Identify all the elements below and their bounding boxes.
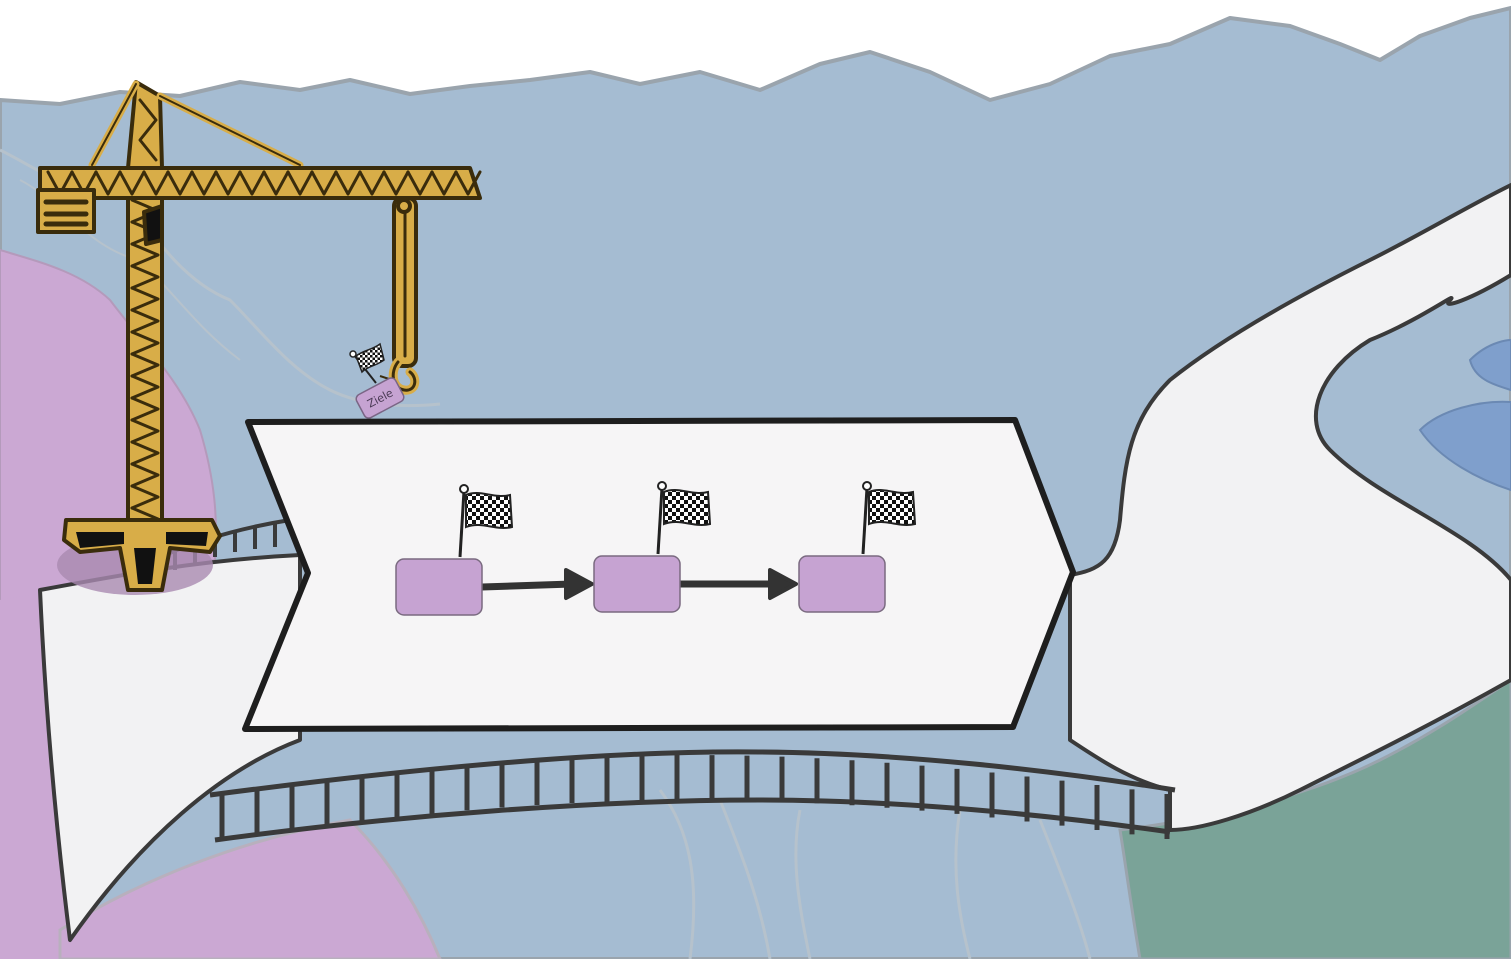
process-steps <box>395 481 917 616</box>
step-box <box>798 555 886 613</box>
step-arrows <box>481 568 798 600</box>
arrow-step1-to-step2 <box>481 568 594 600</box>
process-step <box>395 484 514 616</box>
hanging-goal-tag: Ziele <box>349 342 405 419</box>
process-step <box>798 481 917 613</box>
checkered-flag-icon <box>656 481 712 555</box>
crane <box>36 80 482 595</box>
purple-slope <box>58 818 442 959</box>
road-right <box>1068 183 1511 832</box>
lake <box>1468 338 1511 392</box>
step-box <box>593 555 681 613</box>
checkered-flag-icon <box>861 481 917 555</box>
process-step <box>593 481 712 613</box>
step-box <box>395 558 483 616</box>
valley-lines <box>658 789 1092 959</box>
checkered-flag-icon <box>458 484 514 558</box>
lake-lower <box>1418 400 1511 492</box>
arrow-step2-to-step3 <box>680 568 798 600</box>
bridge-railing <box>209 749 1176 843</box>
hanging-tag-flag-icon <box>349 342 385 384</box>
hanging-tag-box <box>355 377 405 419</box>
